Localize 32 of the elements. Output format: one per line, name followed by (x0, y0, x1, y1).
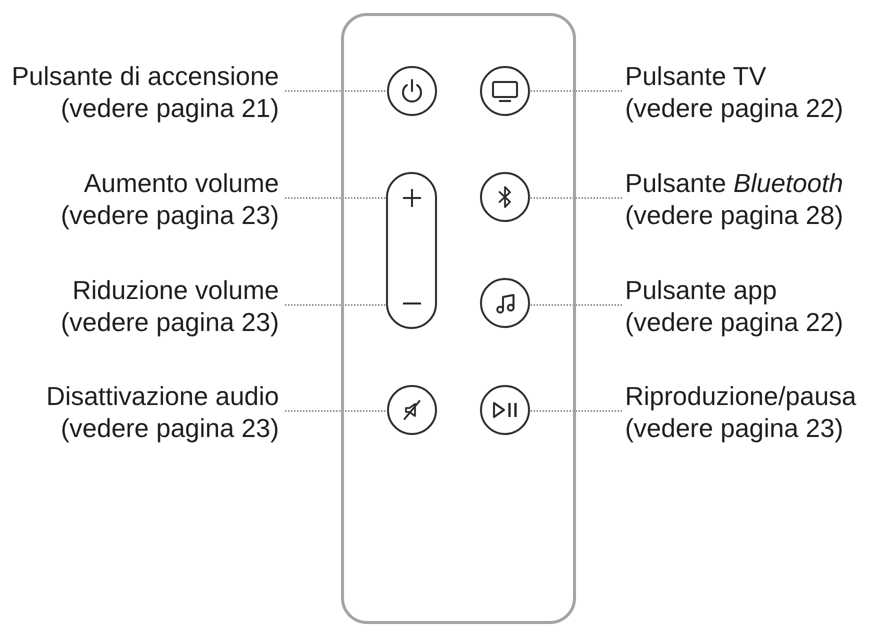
callout-label: Riduzione volume (71, 274, 279, 306)
leader-line (530, 197, 622, 199)
callout-label: Disattivazione audio (46, 380, 279, 412)
play-pause-button (480, 385, 530, 435)
remote-control-body (341, 13, 576, 624)
bluetooth-button (480, 172, 530, 222)
callout-label: Pulsante app (625, 274, 778, 306)
volume-rocker-button (386, 172, 437, 329)
leader-line (285, 90, 387, 92)
leader-line (530, 410, 622, 412)
power-button (387, 66, 437, 116)
callout-label: Riproduzione/pausa (625, 380, 856, 412)
page-reference: (vedere pagina 23) (60, 306, 279, 338)
callout-label: Aumento volume (82, 166, 279, 198)
callout-label: Pulsante Bluetooth (625, 166, 844, 198)
page-reference: (vedere pagina 28) (625, 198, 844, 230)
leader-line (285, 410, 387, 412)
callout-label: Pulsante di accensione (12, 60, 279, 92)
callout-label: Pulsante TV (625, 60, 768, 92)
page-reference: (vedere pagina 22) (625, 92, 844, 124)
page-reference: (vedere pagina 21) (60, 92, 279, 124)
page-reference: (vedere pagina 23) (60, 412, 279, 444)
page-reference: (vedere pagina 23) (625, 412, 844, 444)
leader-line (285, 304, 386, 306)
leader-line (530, 304, 622, 306)
leader-line (530, 90, 622, 92)
music-button (480, 278, 530, 328)
leader-line (285, 197, 386, 199)
page-reference: (vedere pagina 23) (60, 198, 279, 230)
tv-button (480, 66, 530, 116)
mute-button (387, 385, 437, 435)
page-reference: (vedere pagina 22) (625, 306, 844, 338)
